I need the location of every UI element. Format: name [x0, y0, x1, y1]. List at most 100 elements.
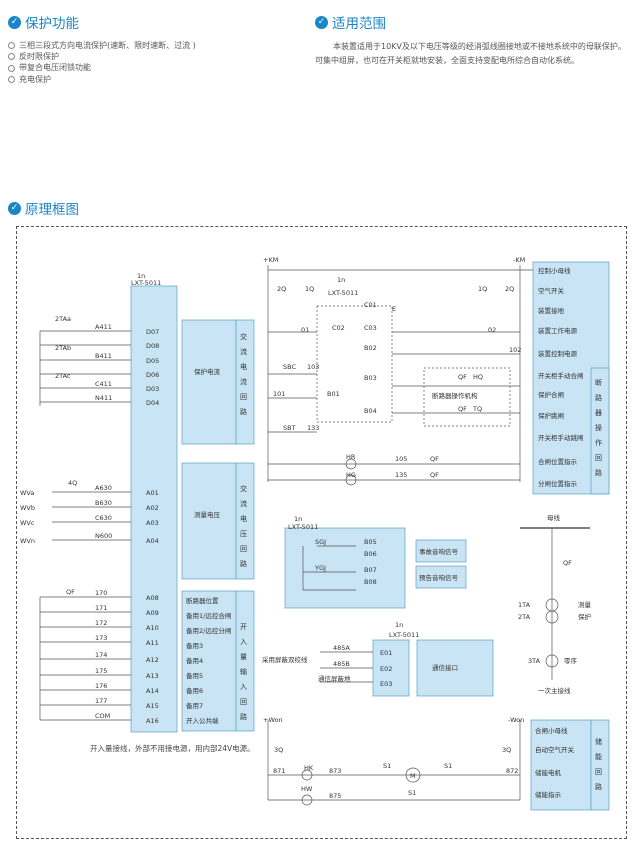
switch-label: 4Q: [68, 479, 77, 487]
hq-label: HQ: [473, 373, 483, 381]
terminal-label: B03: [364, 374, 377, 382]
control-device-model: LXT-5011: [328, 289, 358, 297]
binary-table-item: 开入公共端: [186, 716, 219, 725]
minus-km-label: -KM: [513, 256, 525, 264]
binary-table-item: 备用6: [186, 686, 203, 695]
terminal-label: A01: [146, 489, 159, 497]
terminal-label: E01: [380, 649, 392, 657]
terminal-label: A08: [146, 594, 159, 602]
terminal-label: A11: [146, 639, 159, 647]
protection-item-text: 三相三段式方向电流保护(速断、限时速断、过流 ): [19, 41, 196, 50]
terminal-label: A14: [146, 687, 159, 695]
primary-wiring-label: 一次主接线: [538, 686, 571, 695]
list-item: 反时限保护: [8, 51, 196, 62]
binary-table-item: 备用7: [186, 701, 203, 710]
vt-label: WVn: [20, 537, 35, 545]
terminal-label: C02: [332, 324, 345, 332]
terminal-label: A03: [146, 519, 159, 527]
energy-table-item: 自动空气开关: [535, 745, 575, 754]
shield-label: 通信屏蔽地: [318, 674, 351, 683]
terminal-label: B02: [364, 344, 377, 352]
diagram-title: ✓ 原理框图: [8, 198, 79, 218]
device-model: LXT-5011: [131, 279, 161, 287]
qf-label: QF: [66, 588, 75, 596]
sbt-label: SBT: [283, 424, 296, 432]
protection-list: 三相三段式方向电流保护(速断、限时速断、过流 ) 反时限保护 带复合电压闭锁功能…: [8, 40, 196, 85]
wire-label: 872: [506, 767, 518, 775]
binary-table-item: 备用3: [186, 641, 203, 650]
control-table-item: 控制小母线: [538, 266, 571, 275]
protection-item-text: 反时限保护: [19, 52, 59, 62]
q1-label: 1Q: [478, 285, 487, 293]
wire-label: 177: [95, 697, 107, 705]
qf-label: QF: [458, 373, 467, 381]
wire-label: 170: [95, 589, 107, 597]
diagram-title-text: 原理框图: [25, 202, 79, 218]
shield-icon: ✓: [8, 201, 21, 215]
wire-label: B630: [95, 499, 112, 507]
wire-label: 172: [95, 619, 107, 627]
wire-label: N600: [95, 532, 112, 540]
terminal-label: A15: [146, 702, 159, 710]
vt-label: WVc: [20, 519, 35, 527]
comm-device-tag: 1n: [395, 621, 403, 629]
wire-label: N411: [95, 394, 112, 402]
s1-label: S1: [383, 762, 391, 770]
terminal-label: A02: [146, 504, 159, 512]
sgj-label: SGJ: [315, 538, 326, 546]
terminal-label: A10: [146, 624, 159, 632]
ta-label: 2TA: [518, 613, 531, 621]
binary-table-item: 备用2/远控分闸: [186, 626, 231, 635]
terminal-label: D07: [146, 328, 159, 336]
wire-label: 02: [488, 326, 496, 334]
terminal-label: B04: [364, 407, 377, 415]
wire-label: 135: [395, 471, 407, 479]
terminal-label: D05: [146, 357, 159, 365]
wire-label: 01: [301, 326, 309, 334]
signal-device-model: LXT-5011: [288, 523, 318, 531]
wire-label: 101: [273, 390, 285, 398]
terminal-label: B08: [364, 578, 377, 586]
minus-won-label: -Won: [508, 716, 524, 724]
signal-device-tag: 1n: [294, 515, 302, 523]
comm-device-model: LXT-5011: [389, 631, 419, 639]
wire-label: 105: [395, 455, 407, 463]
mechanism-label: 断路器操作机构: [432, 391, 478, 400]
protection-item-text: 带复合电压闭锁功能: [19, 63, 91, 73]
bullet-icon: [8, 64, 15, 72]
warning-signal: 预告音响信号: [419, 573, 459, 582]
control-table-item: 装置控制电源: [538, 349, 578, 358]
wire-label: COM: [95, 712, 110, 720]
control-table-item: 保护合闸: [538, 390, 564, 399]
binary-table-item: 备用5: [186, 671, 203, 680]
wire-label: 174: [95, 651, 107, 659]
comm-line: 485B: [333, 660, 350, 668]
measure-label: 测量: [578, 601, 592, 609]
wire-label: 873: [329, 767, 341, 775]
wire-label: 173: [95, 634, 107, 642]
terminal-label: D04: [146, 399, 159, 407]
list-item: 带复合电压闭锁功能: [8, 62, 196, 73]
zero-seq-label: 零序: [564, 656, 578, 665]
control-table-item: 空气开关: [538, 286, 565, 295]
terminal-label: E02: [380, 665, 392, 673]
terminal-label: A13: [146, 672, 159, 680]
ta-label: 1TA: [518, 601, 531, 609]
ct-label: 2TAc: [55, 372, 71, 380]
protection-title: ✓ 保护功能: [8, 12, 79, 32]
terminal-label: A16: [146, 717, 159, 725]
comm-port-label: 通信接口: [432, 663, 458, 672]
terminal-label: D06: [146, 371, 159, 379]
wire-label: B411: [95, 352, 112, 360]
list-item: 充电保护: [8, 74, 196, 85]
sbc-label: SBC: [283, 363, 296, 371]
wire-label: 103: [307, 363, 319, 371]
terminal-label: D03: [146, 385, 159, 393]
control-table-item: 开关柜手动跳闸: [538, 433, 584, 442]
hw-label: HW: [301, 785, 313, 793]
scope-title: ✓ 适用范围: [315, 12, 386, 32]
control-table-item: 合闸位置指示: [538, 457, 578, 466]
hr-label: HR: [346, 453, 356, 461]
wire-label: 171: [95, 604, 107, 612]
